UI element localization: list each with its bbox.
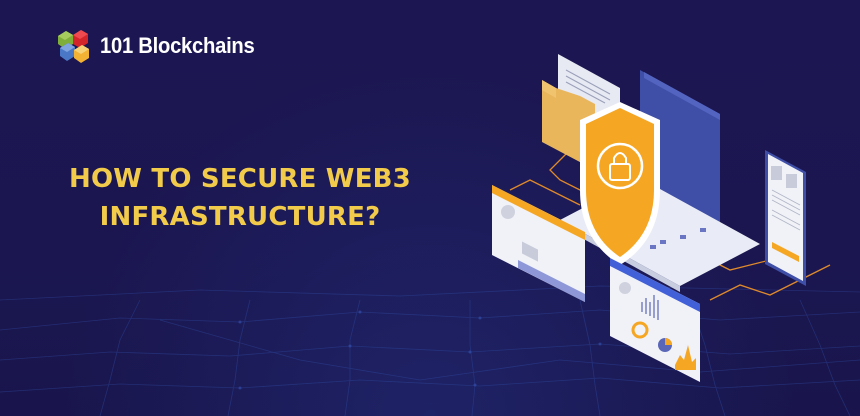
title-line-2: INFRASTRUCTURE?	[99, 202, 381, 232]
brand-name: 101 Blockchains	[100, 33, 255, 58]
title-line-1: HOW TO SECURE WEB3	[69, 164, 411, 194]
page-title: HOW TO SECURE WEB3 INFRASTRUCTURE?	[40, 160, 440, 236]
analytics-dashboard-window	[610, 258, 700, 382]
smartphone-icon	[765, 150, 806, 286]
security-illustration	[492, 54, 831, 382]
web-page-window	[492, 185, 585, 302]
brand-logo[interactable]: 101 Blockchains	[54, 26, 268, 66]
shield-lock-icon	[580, 102, 660, 265]
stacked-cubes-icon	[58, 30, 89, 63]
